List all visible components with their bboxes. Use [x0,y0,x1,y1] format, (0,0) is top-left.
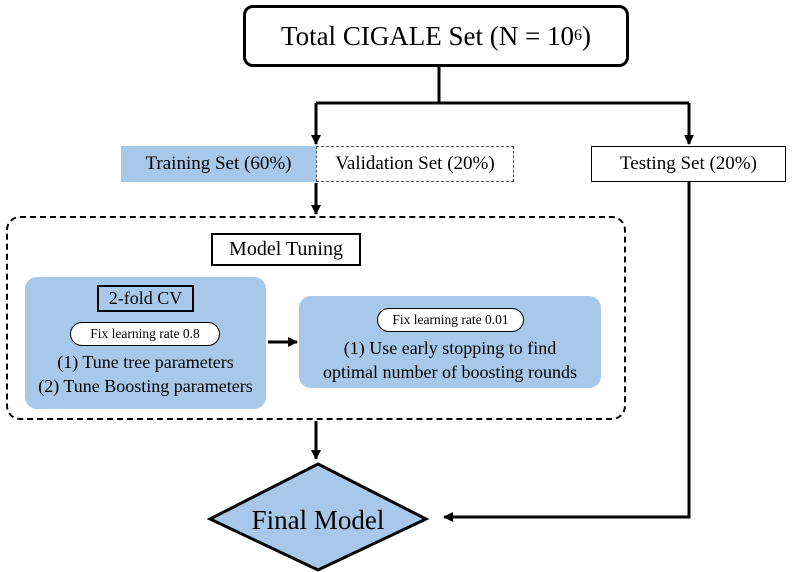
total-set-exponent: 6 [574,27,583,44]
cv-title: 2-fold CV [97,285,194,312]
early-stopping-steps: (1) Use early stopping to find optimal n… [300,336,600,386]
early-stopping-line-2: optimal number of boosting rounds [323,362,577,382]
validation-set-box: Validation Set (20%) [316,146,514,182]
cv-step-1: (1) Tune tree parameters [57,352,234,372]
learning-rate-08-pill: Fix learning rate 0.8 [70,322,220,346]
model-tuning-region [6,216,626,420]
testing-set-box: Testing Set (20%) [591,146,786,182]
final-model-label: Final Model [251,504,385,535]
early-stopping-line-1: (1) Use early stopping to find [343,338,557,358]
total-set-label: Total CIGALE Set (N = 10 [280,20,575,51]
total-set-suffix: ) [582,20,592,51]
final-model-diamond [206,462,430,572]
training-set-box: Training Set (60%) [121,146,316,182]
learning-rate-001-pill: Fix learning rate 0.01 [377,308,524,332]
model-tuning-title: Model Tuning [211,233,361,266]
cv-steps: (1) Tune tree parameters (2) Tune Boosti… [27,350,264,402]
cv-step-2: (2) Tune Boosting parameters [38,376,253,396]
testing-to-final-model-line [443,182,691,522]
